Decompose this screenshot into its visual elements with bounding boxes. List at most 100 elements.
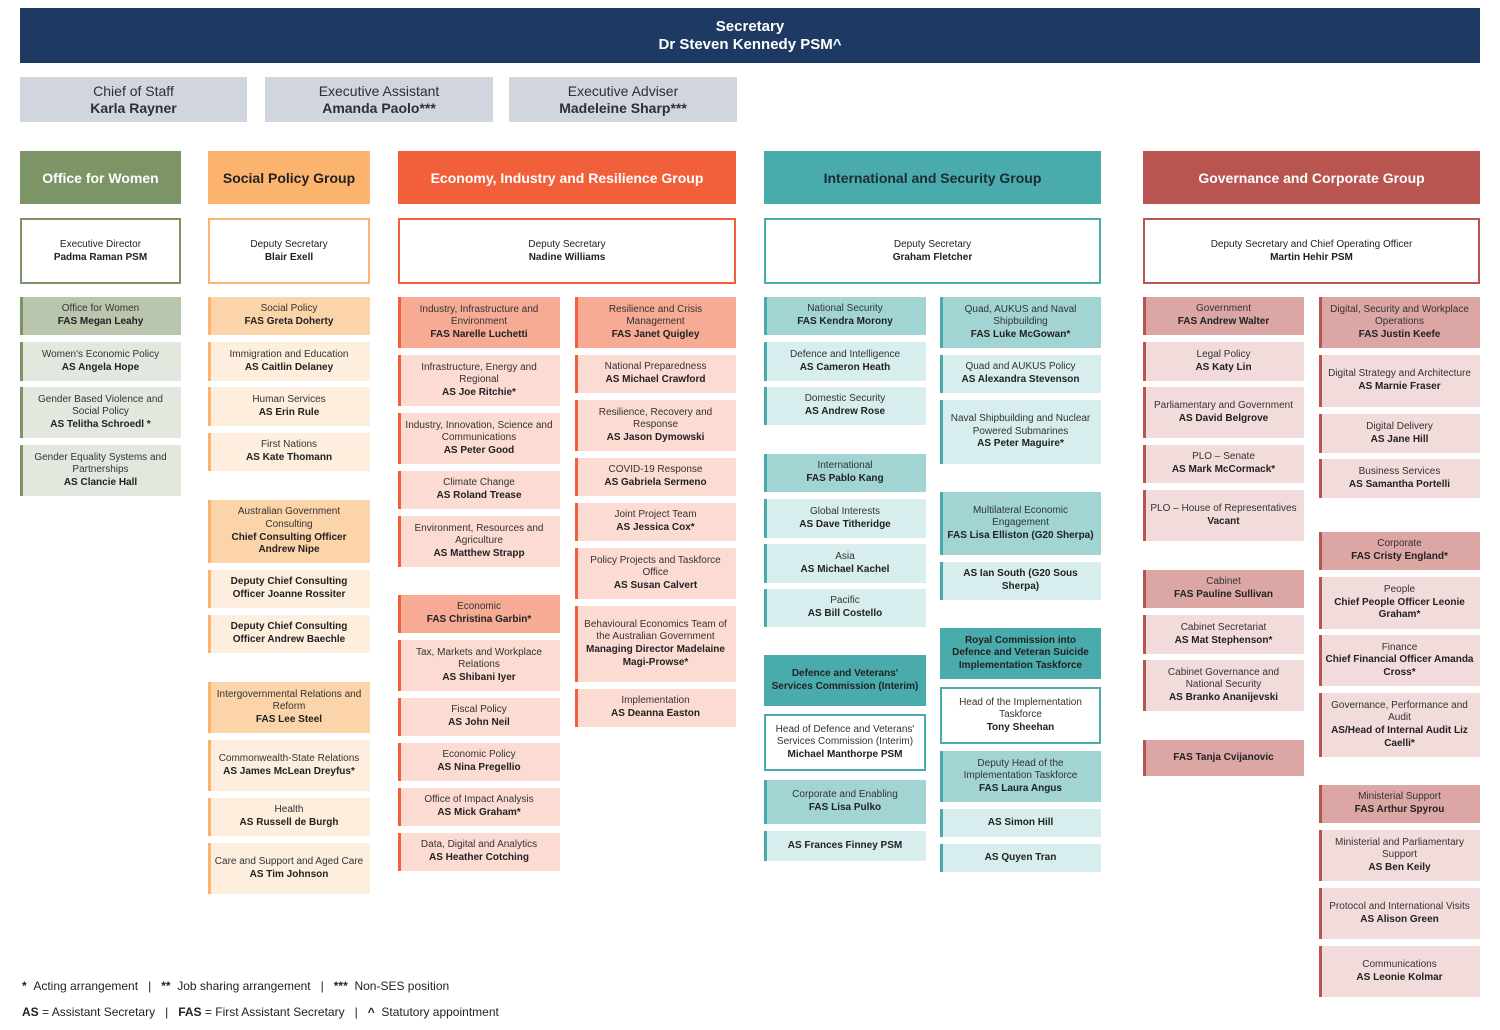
unit-accent-bar [208,570,211,608]
org-unit-box: Head of Defence and Veterans' Services C… [764,714,926,771]
unit-holder: AS Dave Titheridge [799,518,891,530]
unit-accent-bar [575,355,578,393]
unit-title: COVID-19 Response [608,464,703,476]
unit-holder: AS Roland Trease [436,490,522,501]
unit-holder: AS Alexandra Stevenson [961,374,1080,385]
org-unit-box: AS Simon Hill [940,809,1101,837]
unit-accent-bar [398,788,401,826]
unit-holder: AS Nina Pregellio [437,762,521,773]
unit-accent-bar [208,798,211,836]
unit-title: Communications [1362,958,1437,970]
unit-accent-bar [1143,740,1146,776]
unit-title: Australian Government Consulting [237,506,341,530]
unit-title: Gender Based Violence and Social Policy [38,393,163,418]
unit-holder: AS Samantha Portelli [1348,478,1451,490]
legend-symbol: *** [333,979,348,993]
unit-accent-bar [940,355,943,393]
unit-title: Global Interests [809,505,881,517]
group-header-governance-corporate: Governance and Corporate Group [1143,151,1480,204]
unit-title: Implementation [621,695,690,707]
unit-title: Office for Women [61,303,140,315]
unit-accent-bar [1143,615,1146,654]
unit-holder: AS Mick Graham* [437,807,521,818]
deputy-head-gcg: Deputy Secretary and Chief Operating Off… [1143,218,1480,284]
unit-accent-bar [764,655,767,706]
unit-accent-bar [940,492,943,555]
unit-title: Industry, Infrastructure and Environment [419,303,539,328]
legend-symbol: ^ [367,1005,375,1019]
unit-accent-bar [208,615,211,653]
unit-holder: AS Russell de Burgh [239,817,339,828]
unit-accent-bar [764,831,767,861]
unit-title: Digital, Security and Workplace Operatio… [1330,303,1469,328]
unit-accent-bar [208,740,211,791]
unit-accent-bar [208,843,211,894]
unit-accent-bar [764,544,767,583]
staff-name: Amanda Paolo*** [322,99,436,116]
unit-title: Parliamentary and Government [1154,399,1293,411]
unit-holder: AS Bill Costello [807,608,883,619]
unit-holder: FAS Janet Quigley [611,328,700,340]
unit-holder: AS Shibani Iyer [442,671,516,683]
unit-holder: FAS Cristy England* [1351,551,1448,562]
unit-holder: AS Matthew Strapp [433,547,525,559]
secretary-banner: Secretary Dr Steven Kennedy PSM^ [20,8,1480,63]
unit-title: Legal Policy [1196,348,1251,360]
unit-title: Cabinet Governance and National Security [1167,666,1280,691]
unit-holder: Chief Consulting Officer Andrew Nipe [231,531,347,556]
org-unit-box: Naval Shipbuilding and Nuclear Powered S… [940,400,1101,464]
unit-holder: FAS Tanja Cvijanovic [1173,751,1274,763]
org-unit-box: AS Quyen Tran [940,844,1101,872]
unit-accent-bar [398,471,401,509]
unit-holder: AS Marnie Fraser [1358,381,1441,392]
unit-holder: AS Quyen Tran [984,851,1057,863]
unit-accent-bar [1143,342,1146,381]
unit-accent-bar [940,400,943,464]
unit-holder: AS Michael Kachel [800,563,890,575]
unit-title: Gender Equality Systems and Partnerships [34,451,167,476]
legend-row-2: AS = Assistant Secretary | FAS = First A… [22,1005,499,1019]
unit-accent-bar [1319,888,1322,939]
unit-holder: AS Jessica Cox* [616,522,695,533]
unit-holder: FAS Justin Keefe [1358,328,1441,340]
group-name: Governance and Corporate Group [1198,169,1425,186]
legend-text: = First Assistant Secretary [204,1005,345,1019]
legend-symbol: ** [161,979,171,993]
deputy-role: Deputy Secretary [528,239,606,250]
unit-accent-bar [1319,785,1322,823]
unit-title: Head of the Implementation Taskforce [959,696,1082,721]
legend-symbol: * [22,979,27,993]
unit-accent-bar [398,833,401,871]
org-unit-box: Cabinet Governance and National Security… [1143,660,1304,711]
deputy-name: Nadine Williams [528,252,606,263]
unit-holder: Chief People Officer Leonie Graham* [1334,596,1465,621]
unit-accent-bar [208,387,211,426]
unit-title: Human Services [252,393,326,405]
staff-role: Executive Assistant [318,82,440,99]
unit-holder: FAS Arthur Spyrou [1354,804,1445,815]
unit-accent-bar [764,589,767,627]
deputy-head-spg: Deputy Secretary Blair Exell [208,218,370,284]
unit-holder: AS Frances Finney PSM [787,839,903,851]
deputy-name: Blair Exell [264,252,314,263]
unit-title: Quad, AUKUS and Naval Shipbuilding [964,303,1077,328]
unit-holder: AS Alison Green [1360,913,1439,925]
unit-holder: FAS Greta Doherty [244,316,334,327]
unit-holder: FAS Narelle Luchetti [430,328,528,340]
